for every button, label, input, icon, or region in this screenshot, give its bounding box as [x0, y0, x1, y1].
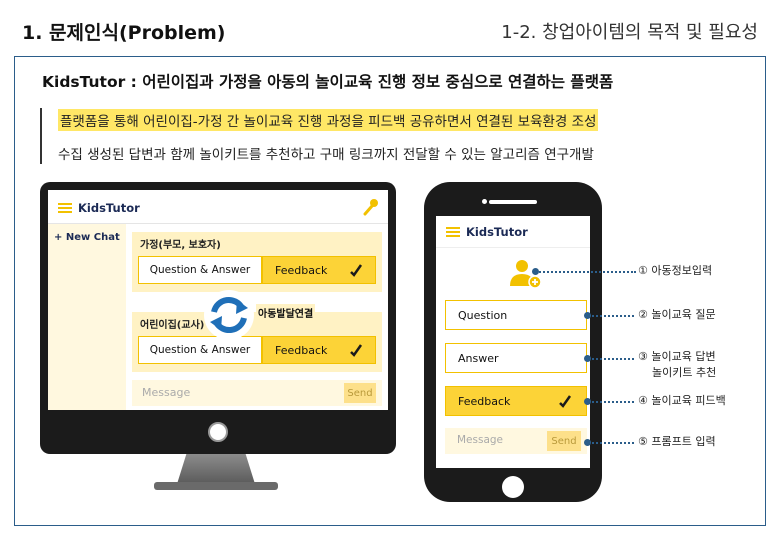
- annotation-dot: [584, 312, 591, 319]
- phone-camera-icon: [482, 199, 487, 204]
- annotation-answer: ③ 놀이교육 답변: [638, 350, 716, 363]
- new-chat-button[interactable]: + New Chat: [54, 232, 120, 243]
- mobile-phone: KidsTutor Question Answer Feedback Messa…: [424, 182, 602, 502]
- annotation-feedback: ④ 놀이교육 피드백: [638, 394, 726, 407]
- annotation-line-answer: [588, 358, 634, 360]
- feedback-check-icon: [559, 395, 572, 408]
- feedback-check-icon: [350, 344, 363, 357]
- daycare-group: 어린이집(교사) Question & Answer Feedback: [132, 312, 382, 372]
- desktop-screen: KidsTutor + New Chat 가정(부모, 보호자) Questio…: [48, 190, 388, 410]
- annotation-dot: [584, 355, 591, 362]
- monitor-power-icon: [208, 422, 228, 442]
- parent-feedback-label: Feedback: [275, 263, 328, 277]
- sync-badge: [204, 290, 254, 340]
- headline: KidsTutor : 어린이집과 가정을 아동의 놀이교육 진행 정보 중심으…: [42, 73, 614, 91]
- monitor-stand-neck: [177, 454, 255, 484]
- annotation-dot: [584, 398, 591, 405]
- desktop-message-bar[interactable]: Message Send: [132, 380, 382, 406]
- monitor-stand-base: [154, 482, 278, 490]
- parent-group: 가정(부모, 보호자) Question & Answer Feedback: [132, 232, 382, 292]
- child-profile-icon[interactable]: [508, 258, 544, 290]
- mobile-feedback-button[interactable]: Feedback: [445, 386, 587, 416]
- desktop-monitor: KidsTutor + New Chat 가정(부모, 보호자) Questio…: [40, 182, 396, 454]
- annotation-line-child-info: [536, 271, 636, 273]
- desktop-app-header: KidsTutor: [48, 190, 388, 224]
- desktop-message-input[interactable]: Message: [142, 386, 191, 399]
- desktop-brand: KidsTutor: [78, 201, 140, 215]
- desktop-sidebar: + New Chat: [48, 224, 126, 410]
- annotation-prompt: ⑤ 프롬프트 입력: [638, 435, 716, 448]
- mobile-feedback-label: Feedback: [458, 394, 511, 408]
- annotation-line-prompt: [588, 442, 634, 444]
- annotation-kit-recommend: 놀이키트 추천: [652, 366, 717, 379]
- sync-label: 아동발달연결: [256, 304, 316, 321]
- hamburger-menu-icon[interactable]: [58, 203, 72, 213]
- sync-arrows-icon: [210, 296, 248, 334]
- content-frame: [14, 56, 766, 526]
- mobile-message-input[interactable]: Message: [457, 434, 504, 446]
- annotation-child-info: ① 아동정보입력: [638, 264, 713, 277]
- annotation-question: ② 놀이교육 질문: [638, 308, 716, 321]
- slide-subtitle: 1-2. 창업아이템의 목적 및 필요성: [501, 22, 758, 43]
- mobile-message-bar[interactable]: Message Send: [445, 428, 587, 454]
- mobile-question-button[interactable]: Question: [445, 300, 587, 330]
- daycare-feedback-label: Feedback: [275, 343, 328, 357]
- desktop-send-button[interactable]: Send: [344, 383, 376, 403]
- parent-qa-button[interactable]: Question & Answer: [138, 256, 262, 284]
- mobile-app-header: KidsTutor: [436, 216, 590, 248]
- annotation-line-question: [588, 315, 634, 317]
- bullet-platform: 플랫폼을 통해 어린이집-가정 간 놀이교육 진행 과정을 피드백 공유하면서 …: [58, 109, 599, 131]
- slide-title: 1. 문제인식(Problem): [22, 22, 226, 44]
- bullet-accent-bar: [40, 108, 42, 164]
- annotation-line-feedback: [588, 401, 634, 403]
- feedback-check-icon: [350, 264, 363, 277]
- parent-feedback-button[interactable]: Feedback: [262, 256, 376, 284]
- compose-pen-icon[interactable]: [362, 198, 380, 216]
- annotation-dot: [532, 268, 539, 275]
- bullet-algorithm: 수집 생성된 답변과 함께 놀이키트를 추천하고 구매 링크까지 전달할 수 있…: [58, 147, 594, 163]
- hamburger-menu-icon[interactable]: [446, 227, 460, 237]
- daycare-feedback-button[interactable]: Feedback: [262, 336, 376, 364]
- daycare-group-title: 어린이집(교사): [140, 320, 205, 331]
- annotation-dot: [584, 439, 591, 446]
- mobile-brand: KidsTutor: [466, 225, 528, 239]
- mobile-answer-button[interactable]: Answer: [445, 343, 587, 373]
- mobile-screen: KidsTutor Question Answer Feedback Messa…: [436, 216, 590, 468]
- daycare-qa-button[interactable]: Question & Answer: [138, 336, 262, 364]
- mobile-send-button[interactable]: Send: [547, 431, 581, 451]
- phone-home-button[interactable]: [502, 476, 524, 498]
- parent-group-title: 가정(부모, 보호자): [140, 240, 221, 251]
- phone-speaker: [489, 200, 537, 204]
